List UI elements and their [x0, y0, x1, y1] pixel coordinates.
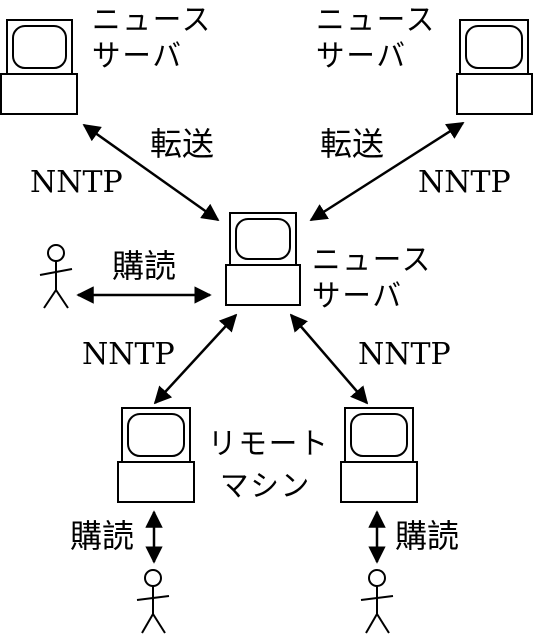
label-transfer-right: 転送	[320, 125, 385, 163]
label-subscribe-bottom-right: 購読	[395, 517, 460, 555]
label-nntp-top-right: NNTP	[418, 165, 511, 200]
label-nntp-top-left: NNTP	[30, 165, 123, 200]
label-news-server-top-left: ニュース	[92, 3, 213, 38]
user-icon-left	[39, 244, 73, 309]
arrow-nntp-bottom-right	[289, 313, 369, 405]
user-icon-bottom-left	[136, 569, 170, 634]
label-nntp-bottom-right: NNTP	[358, 337, 451, 372]
computer-icon-top-right-server	[456, 19, 533, 115]
computer-icon-bottom-right-remote	[340, 407, 418, 503]
label-server-center: サーバ	[312, 279, 403, 314]
label-remote: リモート	[208, 427, 330, 462]
label-nntp-bottom-left: NNTP	[82, 337, 175, 372]
arrow-nntp-bottom-left	[153, 313, 238, 405]
label-server-top-right: サーバ	[316, 39, 407, 74]
computer-icon-top-left-server	[0, 19, 78, 115]
computer-icon-bottom-left-remote	[117, 407, 195, 503]
label-news-server-top-right: ニュース	[316, 3, 437, 38]
computer-icon-center-server	[225, 212, 301, 306]
user-icon-bottom-right	[360, 569, 394, 634]
label-machine: マシン	[220, 469, 312, 504]
arrow-transfer-top-left	[82, 123, 220, 222]
label-subscribe-left: 購読	[112, 247, 177, 285]
arrow-transfer-top-right	[309, 121, 465, 222]
label-transfer-left: 転送	[150, 125, 215, 163]
label-server-top-left: サーバ	[92, 39, 183, 74]
label-subscribe-bottom-left: 購読	[70, 517, 135, 555]
label-news-server-center: ニュース	[312, 243, 433, 278]
